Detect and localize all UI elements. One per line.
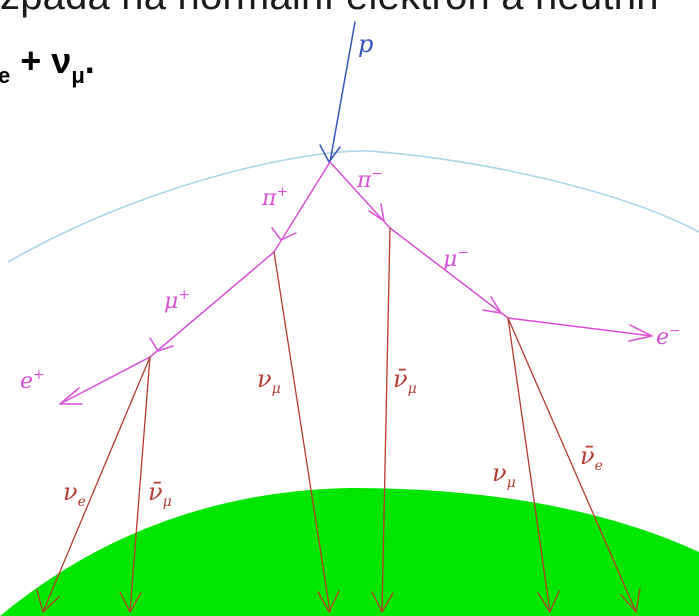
label-nubar-e: ν̄e xyxy=(580,442,603,474)
label-pi-minus: π− xyxy=(356,166,383,193)
e-plus-arrow xyxy=(60,388,82,404)
label-nubar-mu-mid: ν̄μ xyxy=(393,365,417,397)
mu-minus-track xyxy=(390,228,508,318)
pi-plus-track xyxy=(274,162,330,252)
label-nu-mu-left: νμ xyxy=(257,365,281,397)
label-e-plus: e+ xyxy=(20,367,45,394)
e-minus-track xyxy=(508,318,652,336)
label-pi-plus: π+ xyxy=(261,184,288,211)
atmosphere-boundary xyxy=(8,151,699,262)
label-mu-minus: μ− xyxy=(443,245,469,272)
label-e-minus: e− xyxy=(656,323,681,350)
label-nu-e: νe xyxy=(63,478,86,510)
label-proton: p xyxy=(358,30,373,58)
label-nubar-mu-left: ν̄μ xyxy=(148,478,172,510)
earth-surface xyxy=(0,488,699,616)
label-nu-mu-right: νμ xyxy=(492,459,516,491)
pi-plus-arrow xyxy=(272,228,296,240)
proton-track xyxy=(330,22,355,162)
label-mu-plus: μ+ xyxy=(164,287,190,314)
e-plus-track xyxy=(60,357,150,404)
